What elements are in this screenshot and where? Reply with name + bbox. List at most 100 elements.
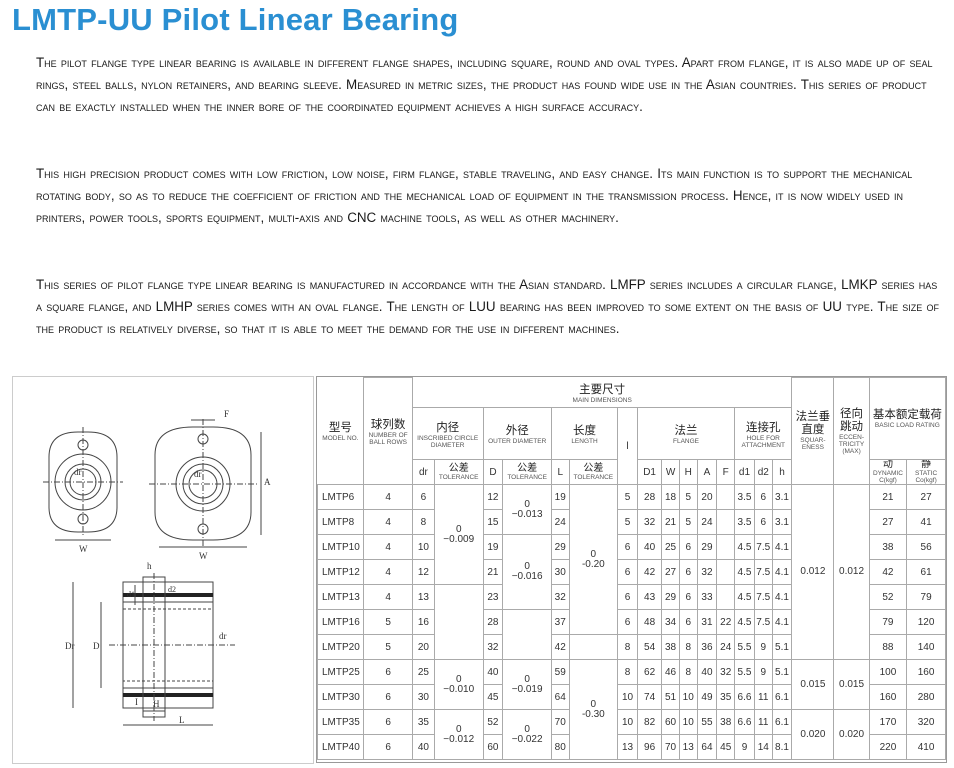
cell-dr: 8: [411, 509, 435, 535]
cell-co: 280: [906, 684, 946, 710]
balls-header: 球列数 NUMBER OF BALL ROWS: [363, 377, 413, 485]
drawing-label-dr-1: dr: [74, 467, 82, 477]
cell-d1: 42: [636, 559, 663, 585]
od-header: 外径 OUTER DIAMETER: [482, 407, 552, 460]
cell-a: 24: [696, 509, 718, 535]
cell-d: 60: [482, 734, 504, 760]
cell-a: 36: [696, 634, 718, 660]
cell-a: 32: [696, 559, 718, 585]
cell-model: LMTP8: [316, 509, 365, 535]
cell-w: 34: [661, 609, 680, 635]
cell-co: 41: [906, 509, 946, 535]
cell-c: 220: [868, 734, 908, 760]
cell-d1: 5.5: [734, 659, 755, 685]
drawing-label-w-1: W: [79, 544, 88, 554]
tol-dr-cell: 0 −0.010: [433, 659, 484, 710]
cell-dr: 16: [411, 609, 435, 635]
cell-d2: 7.5: [753, 559, 773, 585]
cell-model: LMTP40: [316, 734, 365, 760]
cell-a: 20: [696, 484, 718, 510]
l-header: l: [617, 407, 638, 485]
drawing-label-a: A: [264, 477, 271, 487]
tol-D-cell: [502, 609, 552, 660]
cell-balls: 4: [363, 509, 413, 535]
cell-l: 24: [550, 509, 570, 535]
cell-l: 70: [550, 709, 570, 735]
cell-a: 29: [696, 534, 718, 560]
cell-h: 6: [678, 534, 698, 560]
cell-f: [716, 584, 736, 610]
len-sub: L: [550, 459, 570, 485]
cell-d1: 32: [636, 509, 663, 535]
cell-balls: 4: [363, 534, 413, 560]
cell-d2: 11: [753, 684, 773, 710]
cell-dr: 25: [411, 659, 435, 685]
cell-a: 55: [696, 709, 718, 735]
cell-l: 5: [617, 484, 638, 510]
cell-d1: 54: [636, 634, 663, 660]
cell-co: 160: [906, 659, 946, 685]
d2-hole-sub: d2: [753, 459, 773, 485]
cell-d1: 3.5: [734, 484, 755, 510]
eccentricity-cell: 0.015: [833, 659, 870, 710]
eccentricity-cell: 0.012: [833, 484, 870, 660]
squareness-header: 法兰垂直度 SQUAR- ENESS: [791, 377, 835, 485]
cell-d1: 62: [636, 659, 663, 685]
cell-model: LMTP30: [316, 684, 365, 710]
cell-dr: 30: [411, 684, 435, 710]
front-view-left: [43, 427, 123, 541]
cell-f: 32: [716, 659, 736, 685]
cell-model: LMTP6: [316, 484, 365, 510]
cell-h: 6: [678, 559, 698, 585]
cell-l: 8: [617, 634, 638, 660]
cell-l: 37: [550, 609, 570, 635]
intro-paragraph: The pilot flange type linear bearing is …: [36, 55, 933, 114]
cell-f: 22: [716, 609, 736, 635]
cell-d: 15: [482, 509, 504, 535]
cell-model: LMTP13: [316, 584, 365, 610]
dr-sub: dr: [411, 459, 435, 485]
cell-balls: 6: [363, 684, 413, 710]
tol-L-cell: [568, 634, 619, 660]
cell-h: 6: [678, 609, 698, 635]
cell-w: 51: [661, 684, 680, 710]
cell-h: 5.1: [771, 634, 793, 660]
cell-balls: 6: [363, 734, 413, 760]
cell-f: 45: [716, 734, 736, 760]
cell-l: 42: [550, 634, 570, 660]
cell-d2: 9: [753, 634, 773, 660]
cell-d2: 7.5: [753, 609, 773, 635]
cell-w: 18: [661, 484, 680, 510]
cell-dr: 20: [411, 634, 435, 660]
cell-model: LMTP35: [316, 709, 365, 735]
cell-balls: 5: [363, 609, 413, 635]
cell-w: 21: [661, 509, 680, 535]
squareness-cell: 0.015: [791, 659, 835, 710]
cell-balls: 6: [363, 659, 413, 685]
cell-balls: 6: [363, 709, 413, 735]
cell-l: 5: [617, 509, 638, 535]
cell-c: 42: [868, 559, 908, 585]
cell-l: 6: [617, 534, 638, 560]
cell-model: LMTP12: [316, 559, 365, 585]
cell-balls: 4: [363, 584, 413, 610]
cell-h: 6.1: [771, 709, 793, 735]
cell-l: 13: [617, 734, 638, 760]
cell-d1: 4.5: [734, 559, 755, 585]
cell-d1: 3.5: [734, 509, 755, 535]
w-sub: W: [661, 459, 680, 485]
model-header: 型号 MODEL NO.: [317, 377, 365, 485]
cell-c: 27: [868, 509, 908, 535]
cell-f: [716, 534, 736, 560]
cell-d1: 82: [636, 709, 663, 735]
drawing-label-dr-2: dr: [194, 469, 202, 479]
cell-w: 60: [661, 709, 680, 735]
cell-d1: 6.6: [734, 709, 755, 735]
cell-w: 70: [661, 734, 680, 760]
